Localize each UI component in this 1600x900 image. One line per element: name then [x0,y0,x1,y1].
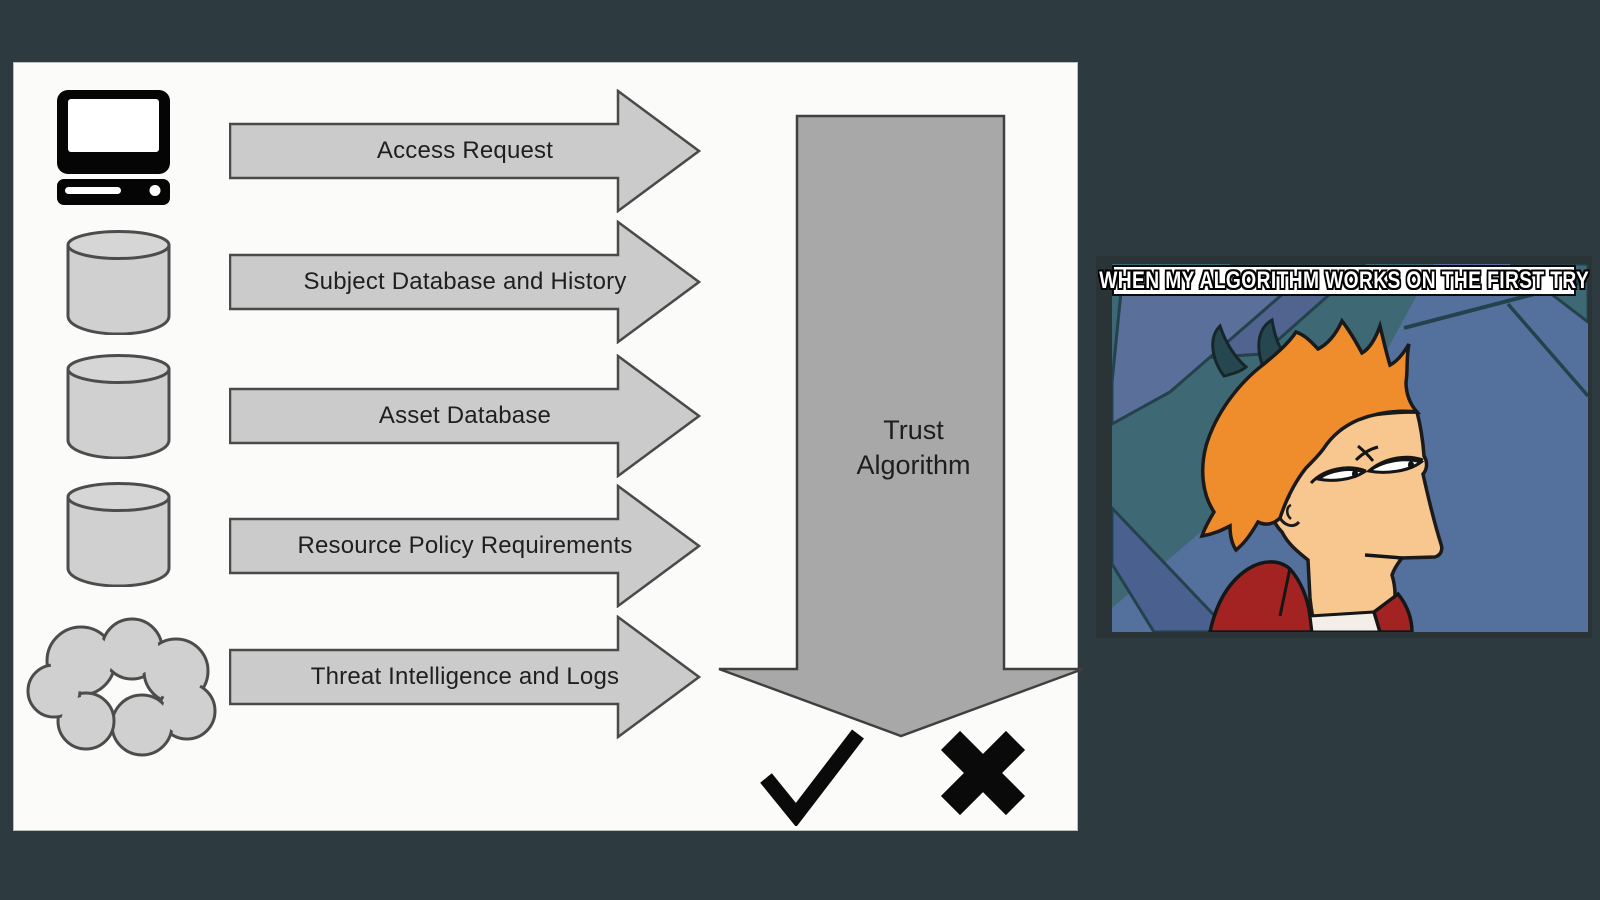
arrow-label: Asset Database [378,402,552,429]
mouth [1364,553,1403,560]
right-arrow-shape [229,484,701,608]
input-arrow-subject-database: Subject Database and History [229,220,701,344]
input-arrow-access-request: Access Request [229,89,701,213]
cloud-icon [26,617,217,757]
trust-algorithm-down-arrow [718,114,1084,738]
meme-image: WHEN MY ALGORITHM WORKS ON THE FIRST TRY [1096,256,1592,638]
check-mark-icon [760,729,864,826]
database-icon [66,354,171,459]
trust-line-2: Algorithm [856,450,971,480]
meme-caption-text: WHEN MY ALGORITHM WORKS ON THE FIRST TRY [1099,266,1589,294]
pupil-right [1408,461,1414,469]
trust-algorithm-label: Trust Algorithm [800,413,1027,483]
input-arrow-asset-database: Asset Database [229,354,701,478]
trust-line-1: Trust [883,415,944,445]
hair [1199,317,1422,553]
arrow-label: Threat Intelligence and Logs [310,663,620,690]
x-mark-icon [940,730,1026,816]
meme-caption-band: WHEN MY ALGORITHM WORKS ON THE FIRST TRY [1099,265,1589,296]
background-horn-left [1211,323,1249,378]
database-icon [66,482,171,587]
right-arrow-shape [229,89,701,213]
zero-trust-diagram-panel: Access Request Subject Database and Hist… [13,62,1084,831]
meme-cartoon [1112,264,1588,632]
jacket-right-collar [1371,591,1414,632]
arrow-label: Resource Policy Requirements [297,532,633,559]
shirt [1308,610,1382,632]
computer-icon [57,90,170,205]
right-arrow-shape [229,220,701,344]
right-arrow-shape [229,354,701,478]
right-arrow-shape [229,615,701,739]
arrow-label: Subject Database and History [303,268,627,295]
database-icon [66,230,171,335]
meme-scene [1112,264,1588,632]
input-arrow-resource-policy: Resource Policy Requirements [229,484,701,608]
input-arrow-threat-intelligence: Threat Intelligence and Logs [229,615,701,739]
arrow-label: Access Request [376,137,554,164]
pupil-left [1352,470,1358,478]
